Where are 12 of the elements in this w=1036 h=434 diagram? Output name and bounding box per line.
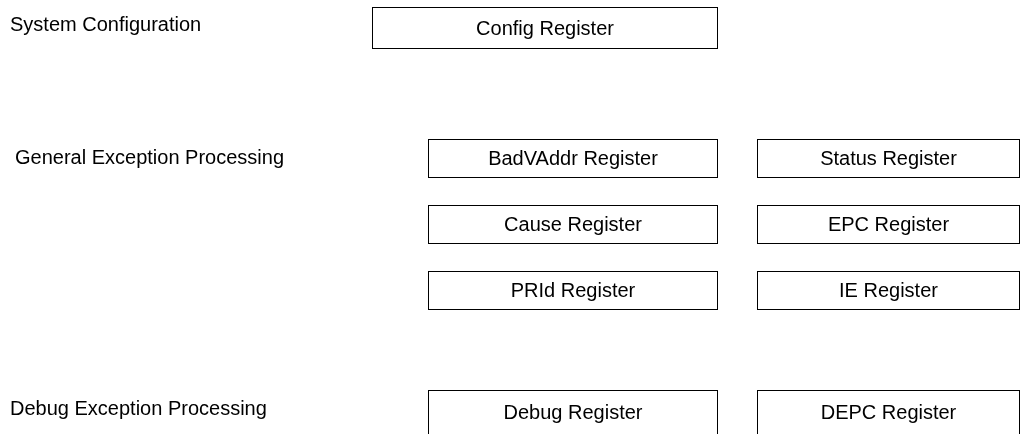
- section-label: Debug Exception Processing: [10, 397, 267, 420]
- register-box: IE Register: [757, 271, 1020, 310]
- register-box: PRId Register: [428, 271, 718, 310]
- register-box: Debug Register: [428, 390, 718, 434]
- section-label: System Configuration: [10, 13, 202, 36]
- register-box: Config Register: [372, 7, 718, 49]
- section-label: General Exception Processing: [15, 146, 285, 169]
- register-box: BadVAddr Register: [428, 139, 718, 178]
- register-box: Status Register: [757, 139, 1020, 178]
- register-box: DEPC Register: [757, 390, 1020, 434]
- register-box: EPC Register: [757, 205, 1020, 244]
- register-box: Cause Register: [428, 205, 718, 244]
